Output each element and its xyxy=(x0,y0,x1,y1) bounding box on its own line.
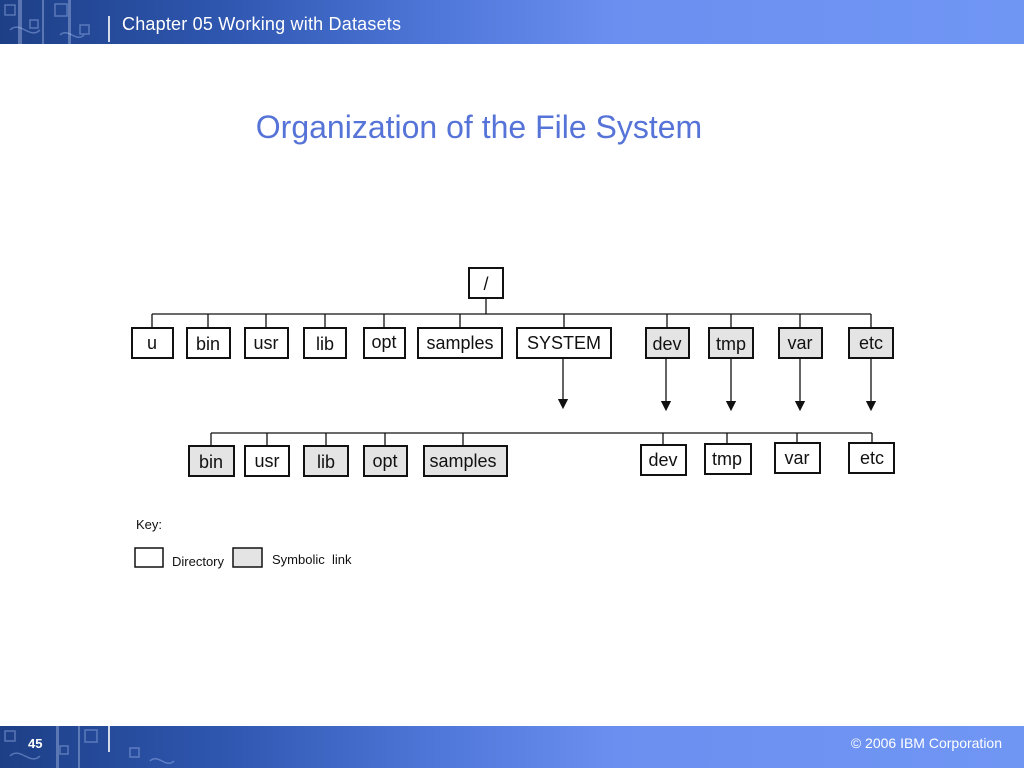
directory-box xyxy=(417,327,503,359)
node-label: var xyxy=(787,333,812,353)
node-label: bin xyxy=(196,334,220,354)
node-label: dev xyxy=(648,450,677,470)
level1-node-usr: usr xyxy=(244,314,289,359)
node-label: lib xyxy=(317,452,335,472)
level1-node-tmp: tmp xyxy=(708,314,754,412)
legend-directory-label: Directory xyxy=(172,554,225,569)
level1-node-etc: etc xyxy=(848,314,894,412)
node-label: tmp xyxy=(716,334,746,354)
node-label: opt xyxy=(371,332,396,352)
level2-node-lib: lib xyxy=(303,433,349,477)
legend-symlink-swatch xyxy=(232,547,263,568)
level1-node-lib: lib xyxy=(303,314,347,359)
node-label: lib xyxy=(316,334,334,354)
legend-directory-swatch xyxy=(134,547,164,568)
directory-box xyxy=(774,442,821,474)
node-label: var xyxy=(784,448,809,468)
symlink-box xyxy=(778,327,823,359)
level1-node-samples: samples xyxy=(417,314,503,359)
node-label: etc xyxy=(859,333,883,353)
node-label: usr xyxy=(253,333,278,353)
node-label: u xyxy=(147,333,157,353)
symlink-box xyxy=(423,445,508,477)
symlink-box xyxy=(188,445,235,477)
node-label: tmp xyxy=(712,449,742,469)
level2-node-bin: bin xyxy=(188,433,235,477)
level2-node-etc: etc xyxy=(848,433,895,474)
root-label: / xyxy=(483,274,488,294)
node-label: dev xyxy=(652,334,681,354)
chapter-title: Chapter 05 Working with Datasets xyxy=(122,14,402,34)
copyright: © 2006 IBM Corporation xyxy=(850,735,1002,751)
directory-box xyxy=(303,327,347,359)
directory-box xyxy=(516,327,612,359)
file-system-diagram: / u bin usr lib opt samples SYSTEM xyxy=(131,267,895,569)
level1-node-bin: bin xyxy=(186,314,231,359)
symlink-box xyxy=(645,327,690,359)
directory-box xyxy=(363,327,406,359)
node-label: bin xyxy=(199,452,223,472)
level2-node-dev: dev xyxy=(640,433,687,476)
slide-title: Organization of the File System xyxy=(255,109,703,145)
node-label: etc xyxy=(860,448,884,468)
directory-box xyxy=(640,444,687,476)
legend: Key: Directory Symbolic link xyxy=(134,517,352,569)
legend-symlink-label: Symbolic link xyxy=(272,552,352,567)
directory-box xyxy=(131,327,174,359)
level2-node-samples: samples xyxy=(423,433,508,477)
symlink-box xyxy=(303,445,349,477)
header-bar: Chapter 05 Working with Datasets xyxy=(0,0,1024,44)
level2-node-tmp: tmp xyxy=(704,433,752,475)
footer-bar: 45 © 2006 IBM Corporation xyxy=(0,726,1024,768)
node-label: SYSTEM xyxy=(527,333,601,353)
directory-box xyxy=(244,327,289,359)
directory-box xyxy=(244,445,290,477)
node-label: samples xyxy=(426,333,493,353)
level2-node-opt: opt xyxy=(363,433,408,477)
page-number: 45 xyxy=(28,736,43,751)
symlink-box xyxy=(708,327,754,359)
directory-box xyxy=(704,443,752,475)
level2-node-usr: usr xyxy=(244,433,290,477)
directory-box xyxy=(848,442,895,474)
level1-node-system: SYSTEM xyxy=(516,314,612,410)
directory-box xyxy=(186,327,231,359)
level1-node-dev: dev xyxy=(645,314,690,412)
level1-node-var: var xyxy=(778,314,823,412)
legend-title: Key: xyxy=(136,517,162,532)
header-pattern xyxy=(4,0,110,44)
node-label: usr xyxy=(254,451,279,471)
node-label: samples xyxy=(429,451,496,471)
node-label: opt xyxy=(372,451,397,471)
footer-pattern xyxy=(4,726,175,768)
level1-node-u: u xyxy=(131,314,174,359)
level1-node-opt: opt xyxy=(363,314,406,359)
level2-node-var: var xyxy=(774,433,821,474)
symlink-box xyxy=(363,445,408,477)
